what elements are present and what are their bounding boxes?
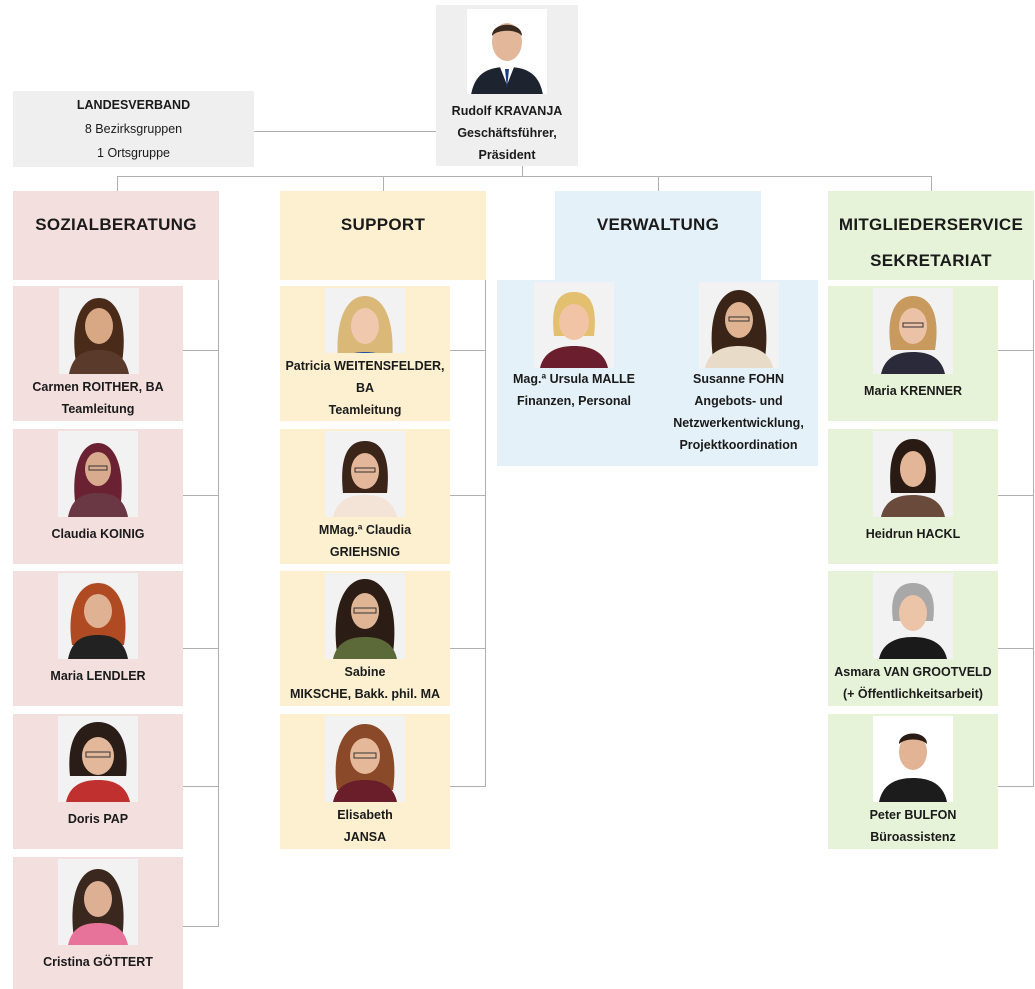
landesverband-title: LANDESVERBAND [76, 98, 191, 112]
rail-mitglieder [1033, 280, 1034, 786]
person-role: Finanzen, Personal [517, 394, 631, 408]
dept-sozialberatung-title: SOZIALBERATUNG [35, 215, 197, 234]
connector-ceo-down [522, 166, 523, 176]
person-photo [58, 573, 138, 659]
person-role: Büroassistenz [870, 830, 956, 844]
person-photo [325, 573, 405, 659]
person-photo [325, 288, 405, 353]
person-name-2: MIKSCHE, Bakk. phil. MA [289, 687, 441, 701]
person-card-koinig: Claudia KOINIG [13, 429, 183, 564]
person-name: Cristina GÖTTERT [43, 955, 153, 969]
person-role: Angebots- und [694, 394, 783, 408]
connector-mitglieder [931, 176, 932, 191]
person-name-2: JANSA [343, 830, 387, 844]
verwaltung-members: Mag.ª Ursula MALLE Finanzen, Personal Sus… [497, 280, 818, 466]
person-photo [325, 716, 405, 802]
dept-mitglieder-title1: MITGLIEDERSERVICE [838, 215, 1024, 234]
rail-sozial [218, 280, 219, 926]
rail-tick [183, 926, 219, 927]
person-photo [325, 431, 405, 517]
person-card-weitensfelder: Patricia WEITENSFELDER, BA Teamleitung [280, 286, 450, 421]
person-card-malle: Mag.ª Ursula MALLE Finanzen, Personal [499, 280, 649, 412]
rail-support [485, 280, 486, 786]
person-name: Maria KRENNER [864, 384, 962, 398]
person-name: Maria LENDLER [50, 669, 146, 683]
person-photo [58, 859, 138, 945]
rail-tick [998, 648, 1034, 649]
person-name: Mag.ª Ursula MALLE [513, 372, 635, 386]
rail-tick [450, 495, 486, 496]
person-card-pap: Doris PAP [13, 714, 183, 849]
person-name-2: GRIEHSNIG [329, 545, 401, 559]
connector-sozial [117, 176, 118, 191]
person-photo [873, 288, 953, 374]
person-role: Teamleitung [328, 403, 402, 417]
connector-verwaltung [658, 176, 659, 191]
dept-verwaltung: VERWALTUNG [555, 191, 761, 280]
person-role: (+ Öffentlichkeitsarbeit) [843, 687, 983, 701]
landesverband-line2: 1 Ortsgruppe [97, 146, 170, 160]
person-name: Sabine [344, 665, 386, 679]
person-name: Patricia WEITENSFELDER, BA [285, 359, 445, 395]
person-name: Claudia KOINIG [51, 527, 145, 541]
person-name: Doris PAP [67, 812, 129, 826]
person-photo [873, 716, 953, 802]
person-name: Carmen ROITHER, BA [32, 380, 164, 394]
person-card-grootveld: Asmara VAN GROOTVELD (+ Öffentlichkeitsar… [828, 571, 998, 706]
ceo-role: Geschäftsführer, Präsident [457, 126, 557, 162]
rail-tick [183, 495, 219, 496]
dept-sozialberatung: SOZIALBERATUNG [13, 191, 219, 280]
rail-tick [183, 350, 219, 351]
person-card-krenner: Maria KRENNER [828, 286, 998, 421]
person-photo [58, 716, 138, 802]
person-name: Susanne FOHN [693, 372, 784, 386]
person-role-3: Projektkoordination [679, 438, 798, 452]
ceo-name: Rudolf KRAVANJA [451, 104, 563, 118]
rail-tick [450, 350, 486, 351]
person-name: MMag.ª Claudia [318, 523, 412, 537]
person-photo [58, 431, 138, 517]
person-photo [59, 288, 139, 374]
person-card-roither: Carmen ROITHER, BA Teamleitung [13, 286, 183, 421]
rail-tick [998, 495, 1034, 496]
landesverband-box: LANDESVERBAND 8 Bezirksgruppen 1 Ortsgru… [13, 91, 254, 167]
rail-tick [998, 350, 1034, 351]
person-photo [698, 282, 779, 368]
dept-mitgliederservice: MITGLIEDERSERVICE SEKRETARIAT [828, 191, 1034, 280]
rail-tick [183, 648, 219, 649]
landesverband-line1: 8 Bezirksgruppen [84, 122, 183, 136]
dept-support: SUPPORT [280, 191, 486, 280]
person-name: Asmara VAN GROOTVELD [834, 665, 992, 679]
person-photo [873, 573, 953, 659]
person-photo [534, 282, 614, 368]
connector-support [383, 176, 384, 191]
dept-mitglieder-title2: SEKRETARIAT [870, 251, 992, 270]
person-card-lendler: Maria LENDLER [13, 571, 183, 706]
dept-support-title: SUPPORT [340, 215, 426, 234]
rail-tick [183, 786, 219, 787]
connector-horizontal-bus [117, 176, 932, 177]
person-name: Heidrun HACKL [865, 527, 961, 541]
person-role-2: Netzwerkentwicklung, [673, 416, 804, 430]
person-card-hackl: Heidrun HACKL [828, 429, 998, 564]
person-role: Teamleitung [61, 402, 135, 416]
person-name: Elisabeth [337, 808, 393, 822]
person-name: Peter BULFON [869, 808, 957, 822]
dept-verwaltung-title: VERWALTUNG [596, 215, 720, 234]
ceo-photo [467, 9, 547, 94]
rail-tick [450, 648, 486, 649]
connector-landesverband [254, 131, 436, 132]
person-card-goettert: Cristina GÖTTERT [13, 857, 183, 989]
person-photo [873, 431, 953, 517]
person-card-bulfon: Peter BULFON Büroassistenz [828, 714, 998, 849]
rail-tick [998, 786, 1034, 787]
ceo-box: Rudolf KRAVANJA Geschäftsführer, Präside… [436, 5, 578, 166]
rail-tick [450, 786, 486, 787]
